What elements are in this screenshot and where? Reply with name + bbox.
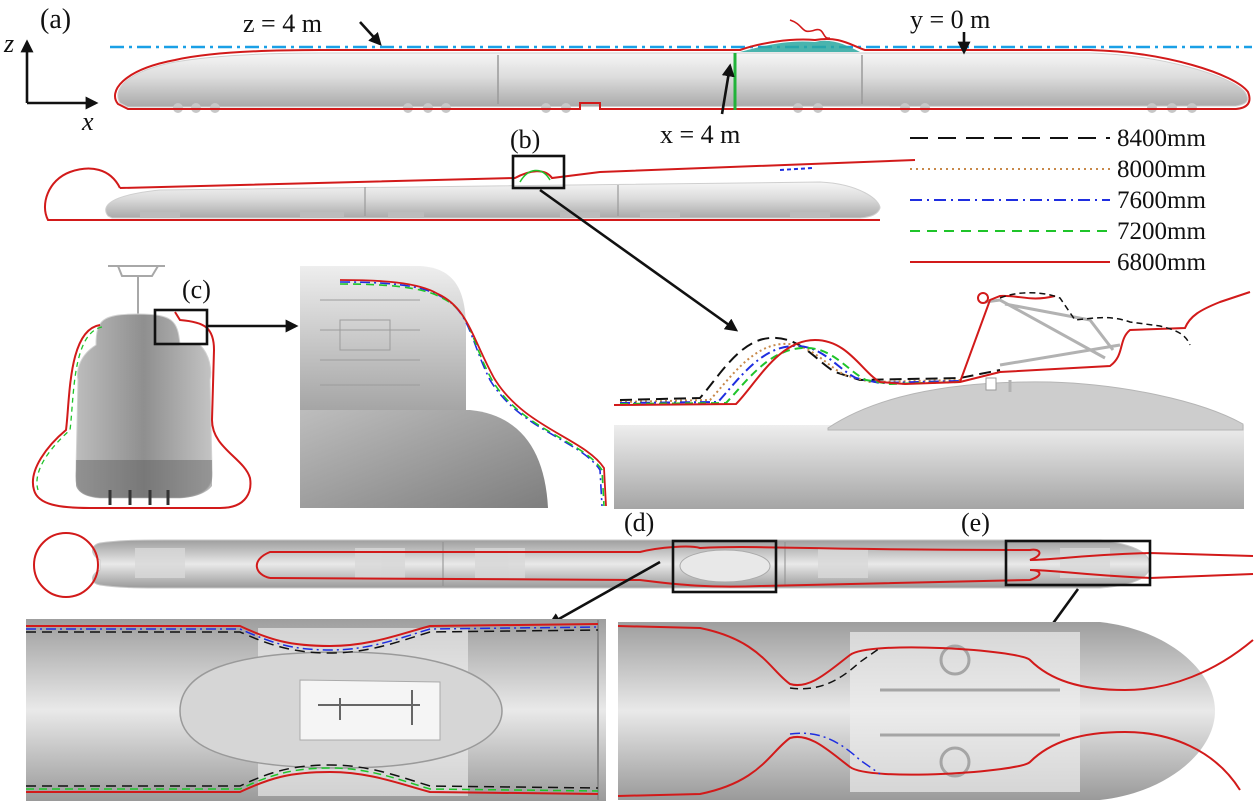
contour-7200-c bbox=[36, 326, 103, 491]
contour-6800-zc bbox=[339, 279, 607, 507]
legend: 8400mm 8000mm 7600mm 7200mm 6800mm bbox=[910, 125, 1206, 276]
zoom-c-body bbox=[300, 410, 548, 508]
contour-6800-ze bbox=[617, 625, 1254, 692]
legend-label: 6800mm bbox=[1117, 249, 1206, 276]
contour-6800-c bbox=[31, 311, 252, 509]
z-plane-arrow bbox=[359, 21, 382, 46]
contour-8400-zb bbox=[619, 336, 1001, 401]
z-axis-label: z bbox=[3, 29, 14, 58]
contour-6800-zb bbox=[613, 291, 1251, 406]
pantograph-front bbox=[108, 265, 165, 316]
contour-7600-zb bbox=[619, 344, 961, 404]
train-side-a bbox=[117, 52, 1249, 108]
zoom-b-insulator bbox=[985, 377, 997, 391]
panel-de: (d) (e) bbox=[33, 508, 1254, 669]
zoom-c-roof bbox=[300, 266, 466, 410]
legend-label: 7600mm bbox=[1117, 187, 1206, 214]
panel-c: (c) bbox=[31, 265, 299, 509]
zoom-b-body bbox=[614, 425, 1244, 509]
panel-a: (a) z x z = 4 m y = 0 m bbox=[3, 4, 1252, 149]
train-side-b bbox=[105, 181, 881, 219]
zoom-d-pantograph bbox=[299, 679, 441, 741]
panel-b: (b) bbox=[44, 125, 916, 332]
legend-label: 8000mm bbox=[1117, 156, 1206, 183]
top-fairing bbox=[679, 549, 771, 583]
contour-6800-zd bbox=[26, 623, 599, 648]
contour-8400-ze bbox=[789, 647, 881, 690]
pantograph-flow-a bbox=[740, 40, 860, 52]
zoom-box-b bbox=[511, 154, 566, 190]
contour-8400-zd bbox=[26, 629, 599, 654]
train-front-c bbox=[75, 313, 213, 499]
zoom-b-fairing bbox=[827, 381, 1244, 431]
zoom-c bbox=[300, 266, 607, 508]
zoom-box-d bbox=[671, 539, 778, 594]
contour-7200-zd2 bbox=[26, 767, 599, 792]
contour-7600-zc bbox=[339, 281, 603, 507]
contour-7200-zc bbox=[339, 283, 605, 507]
front-legs bbox=[108, 490, 170, 505]
x-plane-arrow bbox=[720, 63, 735, 115]
contour-8000-zb bbox=[619, 342, 961, 403]
contour-6800-zd2 bbox=[26, 770, 599, 795]
zoom-arrow-d bbox=[547, 560, 661, 626]
x-axis-label: x bbox=[81, 107, 94, 136]
zoom-box-e bbox=[1004, 539, 1152, 587]
panel-b-label: (b) bbox=[510, 125, 540, 154]
zoom-d-panto-detail bbox=[318, 690, 420, 725]
contour-6800-top bbox=[255, 545, 1254, 579]
contour-small-b bbox=[779, 167, 813, 171]
zoom-c-detail bbox=[320, 299, 420, 386]
panel-c-label: (c) bbox=[182, 275, 211, 304]
contour-8400-zd2 bbox=[26, 764, 599, 789]
zoom-b-pantograph bbox=[984, 298, 1121, 392]
contour-7200-b bbox=[519, 169, 551, 183]
zoom-d bbox=[26, 619, 606, 801]
zoom-b-wire bbox=[977, 292, 989, 304]
bogies-b bbox=[140, 212, 830, 218]
axis-triad: z x bbox=[3, 29, 99, 136]
x-plane-label: x = 4 m bbox=[660, 120, 740, 149]
zoom-e-bogie bbox=[850, 632, 1080, 792]
contour-6800-top2 bbox=[269, 569, 1254, 588]
panel-e-label: (e) bbox=[961, 508, 990, 537]
contour-7200-zb bbox=[619, 346, 961, 405]
contour-7600-ze2 bbox=[789, 732, 881, 775]
train-front-base bbox=[76, 460, 212, 498]
legend-label: 8400mm bbox=[1117, 125, 1206, 152]
contour-6800-nose bbox=[33, 532, 99, 598]
panel-d-label: (d) bbox=[624, 508, 654, 537]
contour-6800-ze2 bbox=[617, 730, 1241, 797]
y-plane-label: y = 0 m bbox=[910, 5, 990, 34]
z-plane-label: z = 4 m bbox=[243, 9, 322, 38]
contour-7600-zd bbox=[26, 626, 599, 651]
zoom-e bbox=[617, 622, 1254, 800]
zoom-b bbox=[613, 291, 1251, 509]
zoom-arrow-b bbox=[539, 188, 739, 332]
panel-a-label: (a) bbox=[40, 4, 71, 35]
zoom-e-bogie-detail bbox=[880, 644, 1060, 778]
contour-8400-zb2 bbox=[999, 292, 1191, 346]
pantograph-contour-a bbox=[789, 19, 831, 39]
legend-label: 7200mm bbox=[1117, 218, 1206, 245]
contour-6800-a bbox=[114, 38, 1251, 110]
